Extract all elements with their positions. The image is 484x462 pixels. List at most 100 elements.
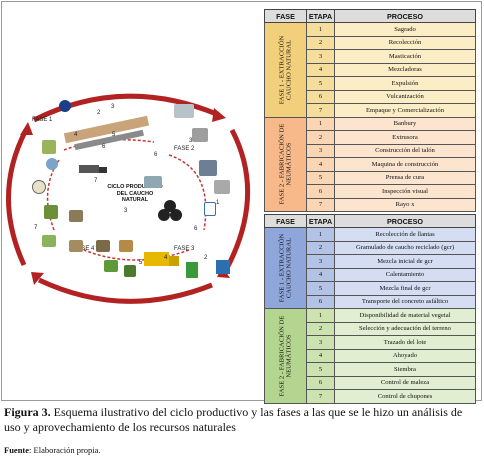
weed-control-icon [124, 265, 136, 277]
caption-text: Esquema ilustrativo del ciclo productivo… [4, 405, 463, 434]
step-cell: 4 [306, 267, 335, 282]
step-number: 6 [194, 226, 198, 232]
process-cell: Vulcanización [334, 89, 476, 104]
phase-cell: FASE 2 - FABRICACIÓN DE NEUMÁTICOS [264, 308, 307, 404]
process-cell: Sagrado [334, 22, 476, 37]
process-cell: Calentamiento [334, 267, 476, 282]
step-cell: 1 [306, 308, 335, 323]
bottom-process-table: FASE ETAPA PROCESO FASE 1 - EXTRACCIÓN C… [264, 214, 476, 404]
step-cell: 2 [306, 321, 335, 336]
step-number: 7 [94, 178, 98, 184]
process-cell: Expulsión [334, 76, 476, 91]
cycle-title: CICLO PRODUCTIVO DEL CAUCHO NATURAL [107, 184, 163, 203]
process-cell: Selección y adecuación del terreno [334, 321, 476, 336]
step-number: 2 [97, 110, 101, 116]
holes-icon [96, 240, 110, 252]
process-cell: Banbury [334, 116, 476, 131]
step-number: 5 [112, 132, 116, 138]
phase-name: FASE 1 - EXTRACCIÓN CAUCHO NATURAL [278, 35, 293, 105]
cycle-arrow-right [223, 128, 251, 272]
step-cell: 2 [306, 35, 335, 50]
step-cell: 5 [306, 281, 335, 296]
process-cell: Mezcladoras [334, 62, 476, 77]
source-label: Fuente [4, 445, 30, 455]
step-cell: 6 [306, 89, 335, 104]
step-cell: 6 [306, 184, 335, 199]
latex-bowl-icon [32, 180, 46, 194]
process-cell: Transporte del concreto asfáltico [334, 294, 476, 309]
phase-name: FASE 2 - FABRICACIÓN DE NEUMÁTICOS [278, 123, 293, 205]
step-number: 4 [164, 255, 168, 261]
step-cell: 4 [306, 348, 335, 363]
phase-name: FASE 1 - EXTRACCIÓN CAUCHO NATURAL [278, 233, 293, 303]
step-cell: 2 [306, 240, 335, 255]
step-cell: 7 [306, 103, 335, 118]
phase-cell: FASE 1 - EXTRACCIÓN CAUCHO NATURAL [264, 22, 307, 118]
step-cell: 7 [306, 197, 335, 212]
process-cell: Mezcla final de gcr [334, 281, 476, 296]
step-number: 2 [204, 255, 208, 261]
step-cell: 3 [306, 335, 335, 350]
process-cell: Control de chupones [334, 389, 476, 404]
step-cell: 6 [306, 375, 335, 390]
caption-label: Figura 3. [4, 405, 51, 419]
process-cell: Ahoyado [334, 348, 476, 363]
step-number: 7 [34, 225, 38, 231]
process-cell: Extrusora [334, 130, 476, 145]
phase-name: FASE 2 - FABRICACIÓN DE NEUMÁTICOS [278, 315, 293, 397]
header-step: ETAPA [306, 214, 335, 228]
step-cell: 1 [306, 116, 335, 131]
phase-cell: FASE 1 - EXTRACCIÓN CAUCHO NATURAL [264, 227, 307, 309]
header-phase: FASE [264, 214, 307, 228]
step-cell: 1 [306, 22, 335, 37]
process-cell: Disponibilidad de material vegetal [334, 308, 476, 323]
step-number: 3 [124, 208, 128, 214]
step-cell: 7 [306, 389, 335, 404]
header-step: ETAPA [306, 9, 335, 23]
source-text: : Elaboración propia. [29, 445, 101, 455]
phase-label-1: FASE 1 [32, 117, 53, 123]
latex-drop-icon [46, 158, 58, 170]
phase-label-3: FASE 3 [174, 246, 195, 252]
planting-icon [104, 260, 118, 272]
plot-layout-icon [69, 240, 83, 252]
asphalt-transport-icon [119, 240, 133, 252]
header-process: PROCESO [334, 214, 476, 228]
phase-label-2: FASE 2 [174, 146, 195, 152]
process-cell: Gramulado de caucho reciclado (gcr) [334, 240, 476, 255]
figure-caption: Figura 3. Esquema ilustrativo del ciclo … [4, 405, 480, 435]
process-cell: Maquina de construcción [334, 157, 476, 172]
step-cell: 3 [306, 49, 335, 64]
header-process: PROCESO [334, 9, 476, 23]
process-cell: Recolección [334, 35, 476, 50]
step-cell: 1 [306, 227, 335, 242]
org-logo-icon [59, 100, 71, 112]
step-number: 3 [111, 104, 115, 110]
top-process-table: FASE ETAPA PROCESO FASE 1 - EXTRACCIÓN C… [264, 9, 476, 212]
rubber-tree-icon [42, 140, 56, 154]
step-cell: 2 [306, 130, 335, 145]
step-cell: 3 [306, 254, 335, 269]
inspection-icon [214, 180, 230, 194]
step-number: 6 [102, 144, 106, 150]
factory-hall-icon [144, 176, 162, 188]
step-number: 4 [74, 132, 78, 138]
step-cell: 5 [306, 170, 335, 185]
cycle-graphic [6, 93, 251, 304]
cycle-arrow-left [6, 128, 29, 267]
mixer-machine-icon [174, 104, 194, 118]
step-cell: 3 [306, 143, 335, 158]
sinchi-logo-icon [204, 202, 216, 216]
step-cell: 5 [306, 362, 335, 377]
figure-source: Fuente: Elaboración propia. [4, 445, 101, 455]
phase-label-4: FASE 4 [74, 246, 95, 252]
process-cell: Rayo x [334, 197, 476, 212]
step-cell: 5 [306, 76, 335, 91]
process-cell: Construcción del talón [334, 143, 476, 158]
production-cycle-diagram: FASE 1 FASE 2 FASE 3 FASE 4 CICLO PRODUC… [4, 80, 256, 310]
process-cell: Inspección visual [334, 184, 476, 199]
cycle-arrow-bottom [37, 277, 213, 304]
seedling-field-icon [44, 205, 58, 219]
cycle-arrow-top [32, 93, 220, 123]
step-number: 1 [216, 200, 220, 206]
